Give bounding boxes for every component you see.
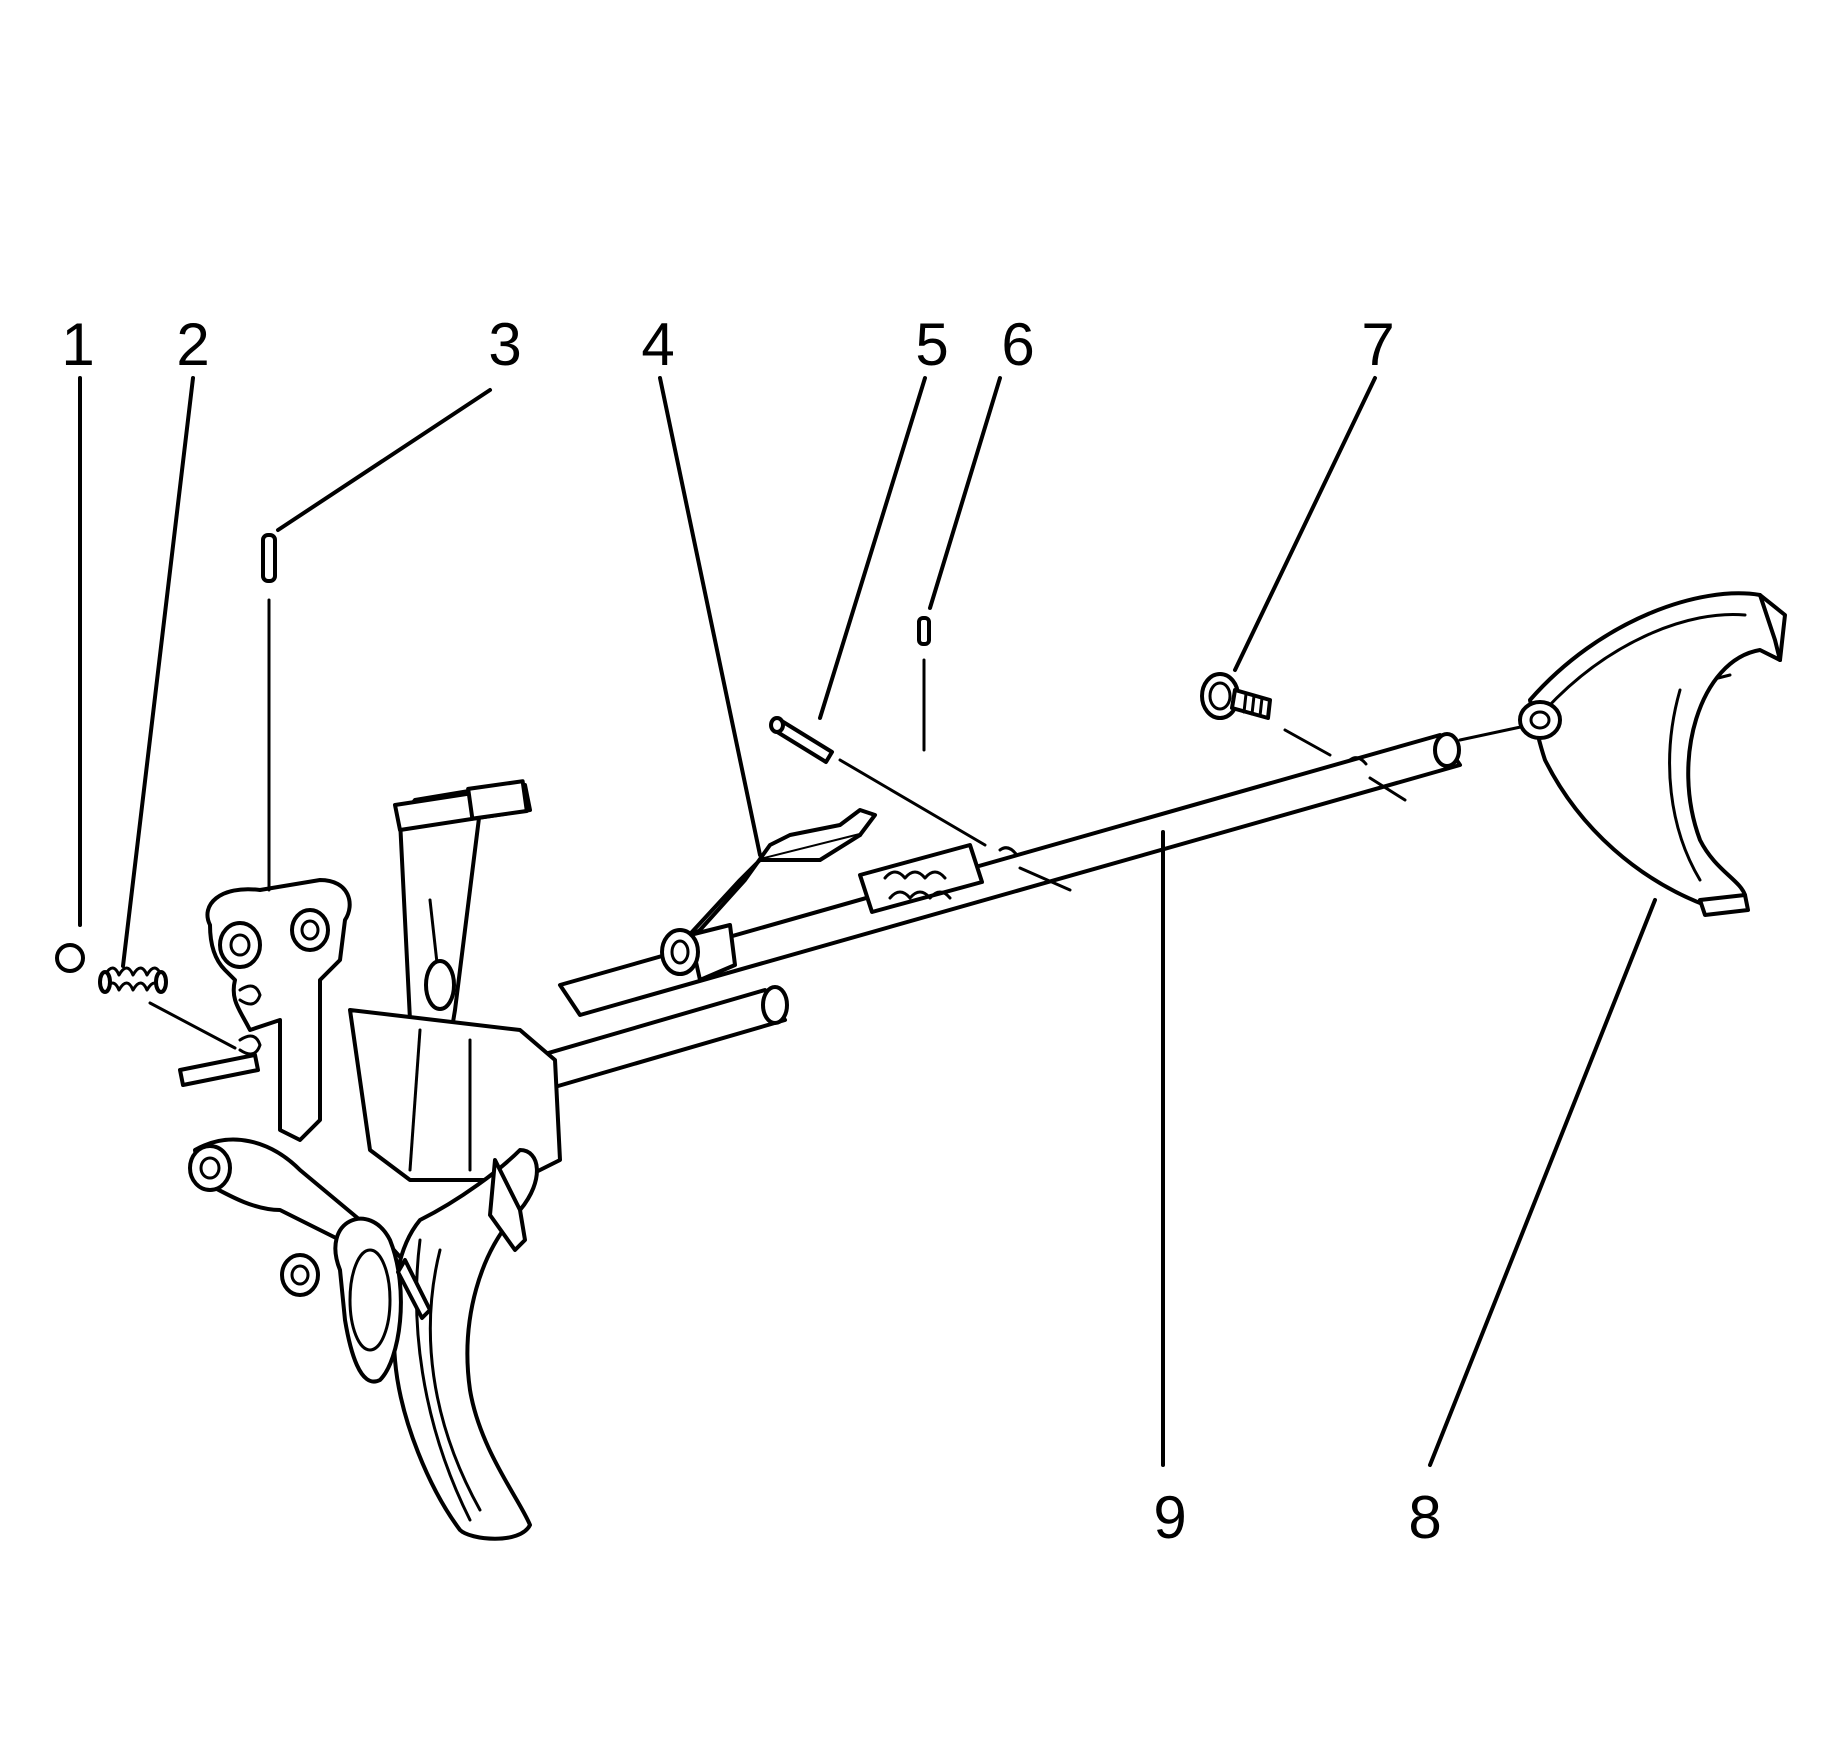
spring-2-path-line [148,1001,237,1050]
bracket-part-4 [660,808,877,982]
ball-part-1 [55,943,85,973]
callout-1: 1 [61,311,94,378]
shift-lever-assembly [178,779,562,1541]
leader-2 [121,376,195,968]
leader-lines [78,376,1657,1467]
callout-numbers: 1 2 3 4 5 6 7 8 9 [61,311,1441,1551]
callout-5: 5 [915,311,948,378]
callout-7: 7 [1361,311,1394,378]
bolt-7-path-line [1283,728,1332,757]
spring-part-2 [98,966,168,994]
shift-fork-part-8 [1518,591,1787,917]
pin-5-path-line [838,758,987,847]
pin-part-6 [917,616,931,646]
shift-rail-part-9 [558,732,1462,1017]
leader-4 [658,376,762,857]
callout-9: 9 [1153,1484,1186,1551]
leader-3 [276,388,492,532]
roll-pin-part-5 [769,716,834,764]
leader-8 [1428,898,1657,1467]
callout-6: 6 [1001,311,1034,378]
callout-3: 3 [488,311,521,378]
callout-2: 2 [176,311,209,378]
leader-5 [818,376,927,720]
callout-4: 4 [641,311,674,378]
leader-7 [1233,376,1377,672]
pin-part-3 [261,533,277,583]
leader-6 [928,376,1002,610]
callout-8: 8 [1408,1484,1441,1551]
bolt-part-7 [1200,672,1272,720]
